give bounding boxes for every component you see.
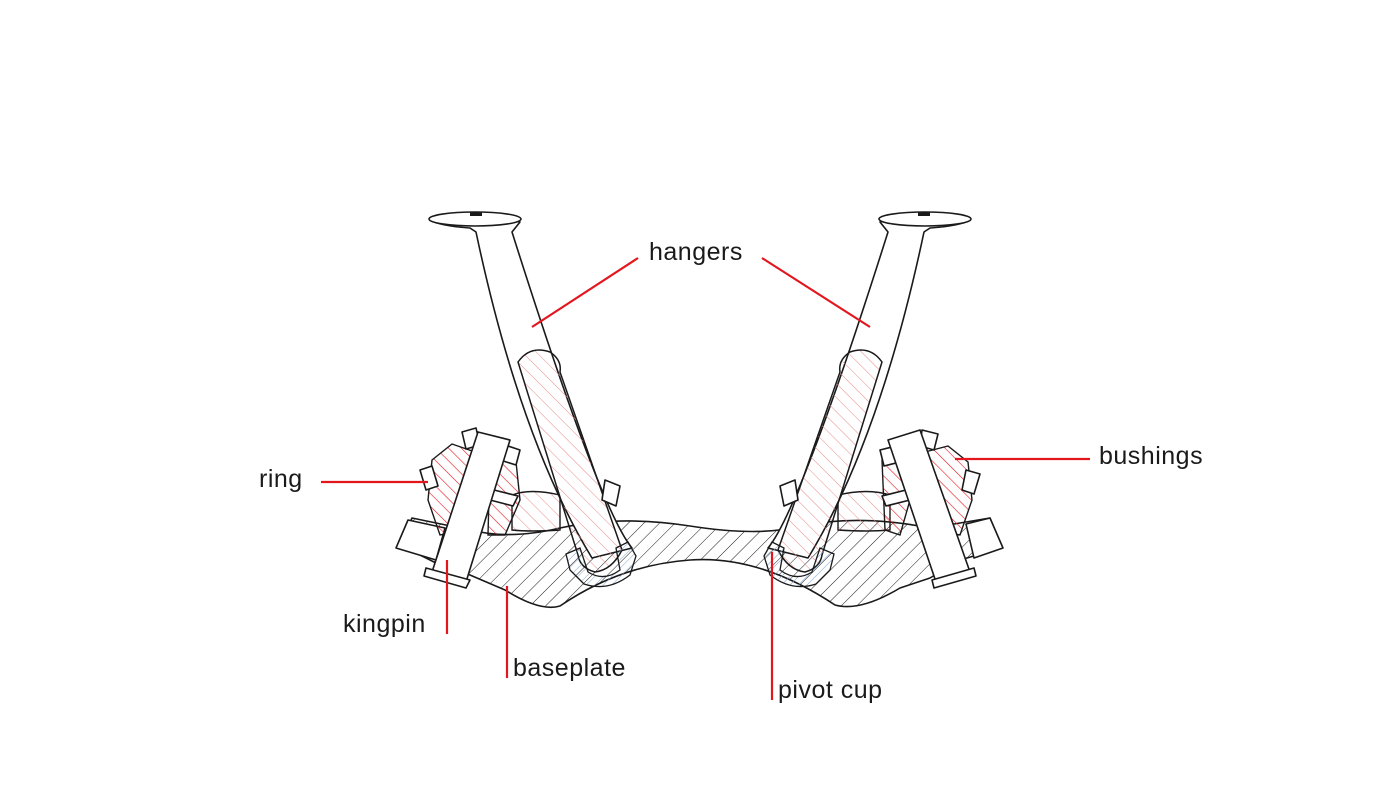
leader-hangers-right: [761, 257, 871, 328]
label-ring: ring: [259, 465, 303, 493]
baseplate-shape: [395, 517, 1004, 609]
label-bushings: bushings: [1099, 442, 1204, 470]
label-hangers: hangers: [649, 238, 743, 266]
left-truck: [419, 211, 637, 589]
label-pivot-cup: pivot cup: [778, 676, 883, 704]
leader-lines: [321, 257, 1090, 700]
leader-hangers-left: [531, 257, 639, 328]
label-baseplate: baseplate: [513, 654, 626, 682]
right-truck: [763, 211, 981, 589]
label-kingpin: kingpin: [343, 610, 426, 638]
